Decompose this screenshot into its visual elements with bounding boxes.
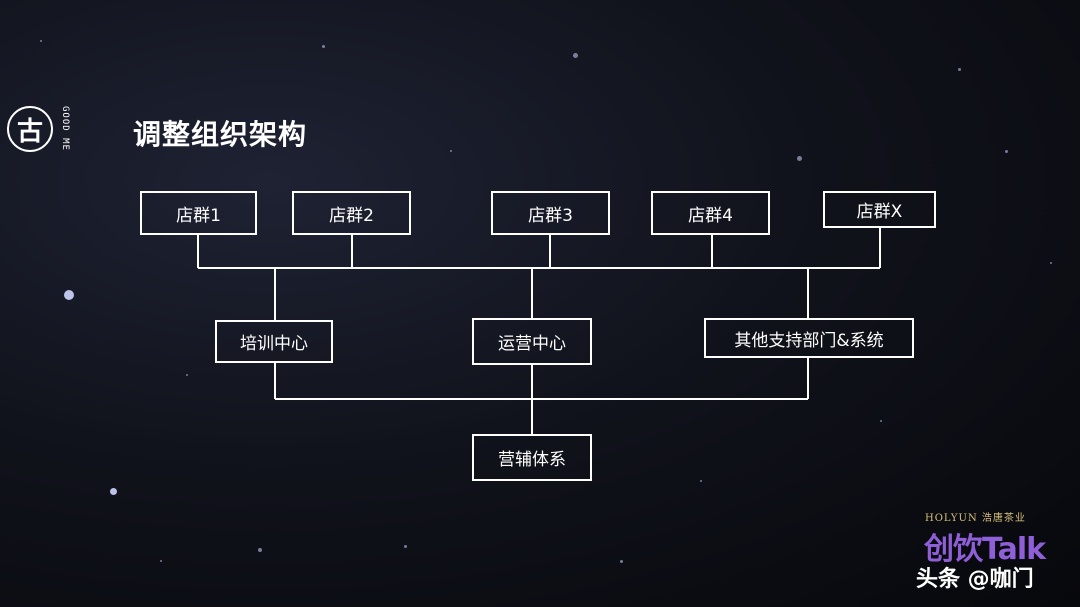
- training-center: 培训中心: [215, 320, 333, 363]
- store-group-x: 店群X: [823, 191, 936, 228]
- store-group-1: 店群1: [140, 191, 257, 235]
- watermark-source: 头条 @咖门: [916, 567, 1034, 592]
- other-support-departments: 其他支持部门&系统: [704, 318, 914, 358]
- operations-center: 运营中心: [472, 318, 592, 365]
- logo-mark: 古: [16, 116, 43, 147]
- brand-logo-icon: 古: [7, 106, 53, 152]
- watermark-logo-text: 创饮Talk: [924, 532, 1046, 567]
- marketing-support-system: 营辅体系: [472, 434, 592, 481]
- logo-word: GOOD ME: [60, 106, 70, 151]
- store-group-3: 店群3: [491, 191, 610, 235]
- store-group-4: 店群4: [651, 191, 770, 235]
- page-title: 调整组织架构: [133, 118, 308, 151]
- watermark-brand: HOLYUN 浩唐茶业: [925, 513, 1026, 524]
- store-group-2: 店群2: [292, 191, 411, 235]
